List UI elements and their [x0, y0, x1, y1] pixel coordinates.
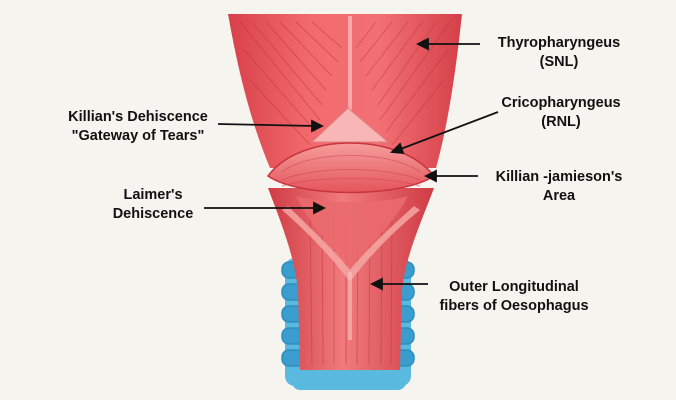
cricopharyngeus-subtitle: (RNL)	[486, 113, 636, 132]
label-laimer-dehiscence: Laimer's Dehiscence	[104, 186, 202, 224]
label-killian-dehiscence: Killian's Dehiscence "Gateway of Tears"	[58, 108, 218, 146]
killian-jamieson-subtitle: Area	[484, 187, 634, 206]
cricopharyngeus-name: Cricopharyngeus	[486, 94, 636, 113]
label-outer-longitudinal-fibers: Outer Longitudinal fibers of Oesophagus	[428, 278, 600, 316]
laimer-dehiscence-name: Laimer's	[104, 186, 202, 205]
label-cricopharyngeus: Cricopharyngeus (RNL)	[486, 94, 636, 132]
label-killian-jamieson-area: Killian -jamieson's Area	[484, 168, 634, 206]
thyropharyngeus-name: Thyropharyngeus	[484, 34, 634, 53]
killian-dehiscence-subtitle: "Gateway of Tears"	[58, 127, 218, 146]
label-thyropharyngeus: Thyropharyngeus (SNL)	[484, 34, 634, 72]
killian-dehiscence-name: Killian's Dehiscence	[58, 108, 218, 127]
laimer-dehiscence-subtitle: Dehiscence	[104, 205, 202, 224]
thyropharyngeus-subtitle: (SNL)	[484, 53, 634, 72]
outer-longitudinal-subtitle: fibers of Oesophagus	[428, 297, 600, 316]
outer-longitudinal-name: Outer Longitudinal	[428, 278, 600, 297]
killian-jamieson-name: Killian -jamieson's	[484, 168, 634, 187]
